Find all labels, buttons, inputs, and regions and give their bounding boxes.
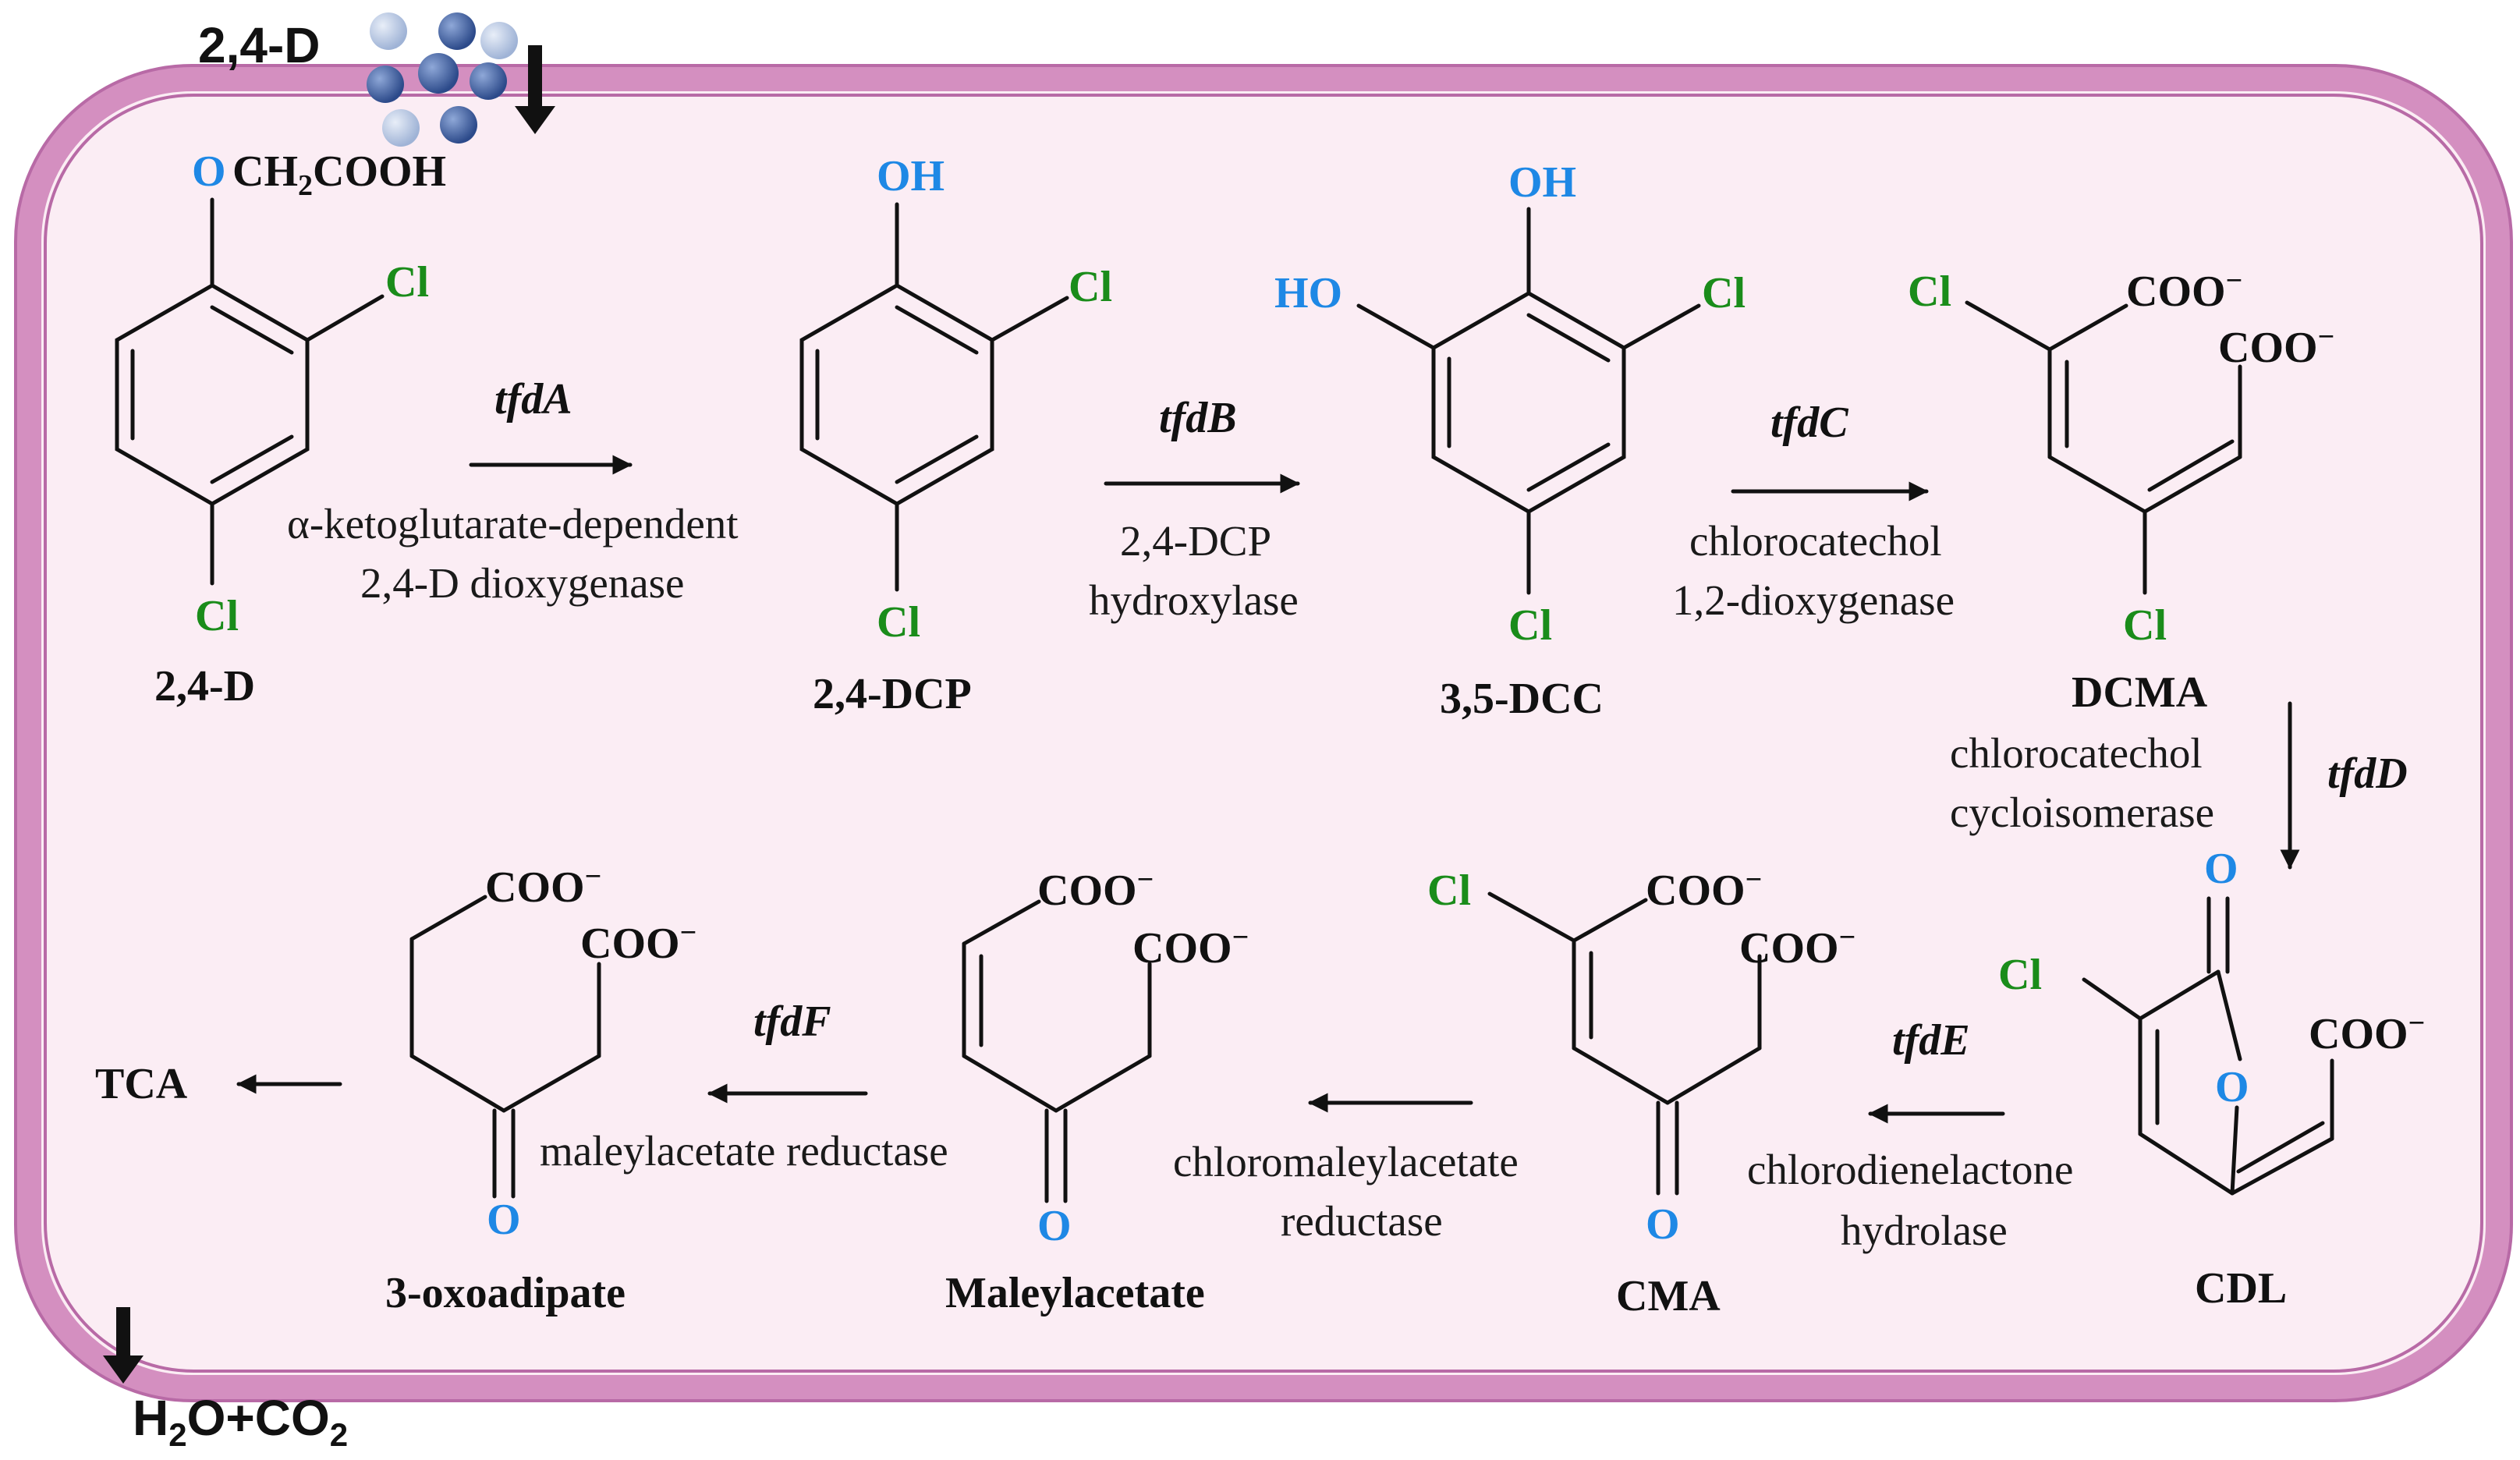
enzyme-name: 2,4-D dioxygenase (360, 559, 684, 607)
gene-label: tfdC (1770, 399, 1848, 447)
carboxylate: COO− (485, 860, 601, 912)
atom-ho: HO (1274, 269, 1342, 317)
carboxylate: COO− (1132, 921, 1249, 973)
enzyme-name: reductase (1281, 1197, 1443, 1245)
cell-membrane-outer-line (14, 64, 2513, 1402)
carboxylate: COO− (1739, 921, 1855, 973)
structure-cdl (2082, 896, 2334, 1196)
compound-name: Maleylacetate (945, 1269, 1205, 1317)
side-chain-text: CH2COOH (232, 147, 446, 202)
gene-label: tfdE (1892, 1016, 1970, 1065)
import-arrow-icon (515, 45, 555, 134)
enzyme-name: cycloisomerase (1950, 788, 2214, 836)
substrate-label: 2,4-D (198, 17, 321, 73)
structure-3-5-dcc (1356, 207, 1701, 595)
structure-maleylacetate (962, 899, 1152, 1203)
atom-cl: Cl (1998, 951, 2042, 999)
output-label: H2O+CO2 (133, 1390, 348, 1453)
enzyme-name: chlorocatechol (1950, 729, 2203, 777)
carboxylate: COO− (2218, 321, 2334, 372)
gene-label: tfdB (1159, 394, 1237, 442)
enzyme-name: hydroxylase (1089, 576, 1299, 624)
enzyme-name: 2,4-DCP (1120, 517, 1271, 565)
enzyme-name: α-ketoglutarate-dependent (287, 500, 739, 548)
structure-cma (1487, 891, 1762, 1196)
carboxylate: COO− (2126, 264, 2242, 316)
structure-3-oxoadipate (409, 895, 601, 1199)
carboxylate: COO− (580, 916, 696, 968)
gene-label: tfdA (494, 375, 572, 423)
atom-cl: Cl (385, 258, 429, 307)
export-arrow-icon (103, 1307, 144, 1384)
structure-2-4-dcp (799, 202, 1069, 592)
carboxylate: COO− (1646, 863, 1762, 915)
atom-o: O (2204, 845, 2238, 893)
compound-name: 2,4-DCP (813, 670, 972, 718)
compound-name: CMA (1616, 1272, 1721, 1320)
enzyme-name: 1,2-dioxygenase (1672, 576, 1955, 624)
atom-cl: Cl (195, 592, 239, 640)
atom-oh: OH (1508, 158, 1576, 207)
atom-cl: Cl (1702, 269, 1746, 317)
atom-cl: Cl (877, 598, 920, 647)
enzyme-name: maleylacetate reductase (540, 1127, 948, 1175)
atom-o: O (487, 1196, 521, 1244)
compound-name: 2,4-D (154, 662, 255, 711)
atom-cl: Cl (1427, 866, 1471, 915)
atom-cl: Cl (1508, 601, 1552, 650)
compound-name: 3,5-DCC (1440, 675, 1604, 723)
atom-o: O (2215, 1063, 2249, 1111)
enzyme-name: hydrolase (1841, 1207, 2008, 1254)
compound-name: CDL (2195, 1264, 2287, 1313)
atom-cl: Cl (1069, 263, 1112, 311)
gene-label: tfdD (2327, 749, 2408, 798)
structure-2-4-d (115, 197, 385, 586)
carboxylate: COO− (1037, 863, 1154, 915)
carboxylate: COO− (2309, 1007, 2425, 1058)
molecule-cluster-icon (367, 12, 518, 147)
cell-membrane-inner-line (44, 94, 2483, 1373)
structure-dcma (1965, 300, 2242, 595)
compound-name: TCA (95, 1060, 188, 1108)
gene-label: tfdF (753, 998, 831, 1046)
enzyme-name: chlorocatechol (1689, 517, 1942, 565)
atom-o: O (1037, 1202, 1072, 1250)
cell-membrane (15, 65, 2512, 1402)
enzyme-name: chloromaleylacetate (1173, 1138, 1519, 1185)
atom-cl: Cl (2123, 601, 2167, 650)
atom-o: O (192, 147, 226, 196)
atom-oh: OH (877, 152, 945, 200)
compound-name: DCMA (2072, 668, 2208, 717)
atom-o: O (1646, 1200, 1680, 1249)
enzyme-name: chlorodienelactone (1747, 1146, 2073, 1193)
atom-cl: Cl (1908, 268, 1951, 316)
compound-name: 3-oxoadipate (385, 1269, 626, 1317)
